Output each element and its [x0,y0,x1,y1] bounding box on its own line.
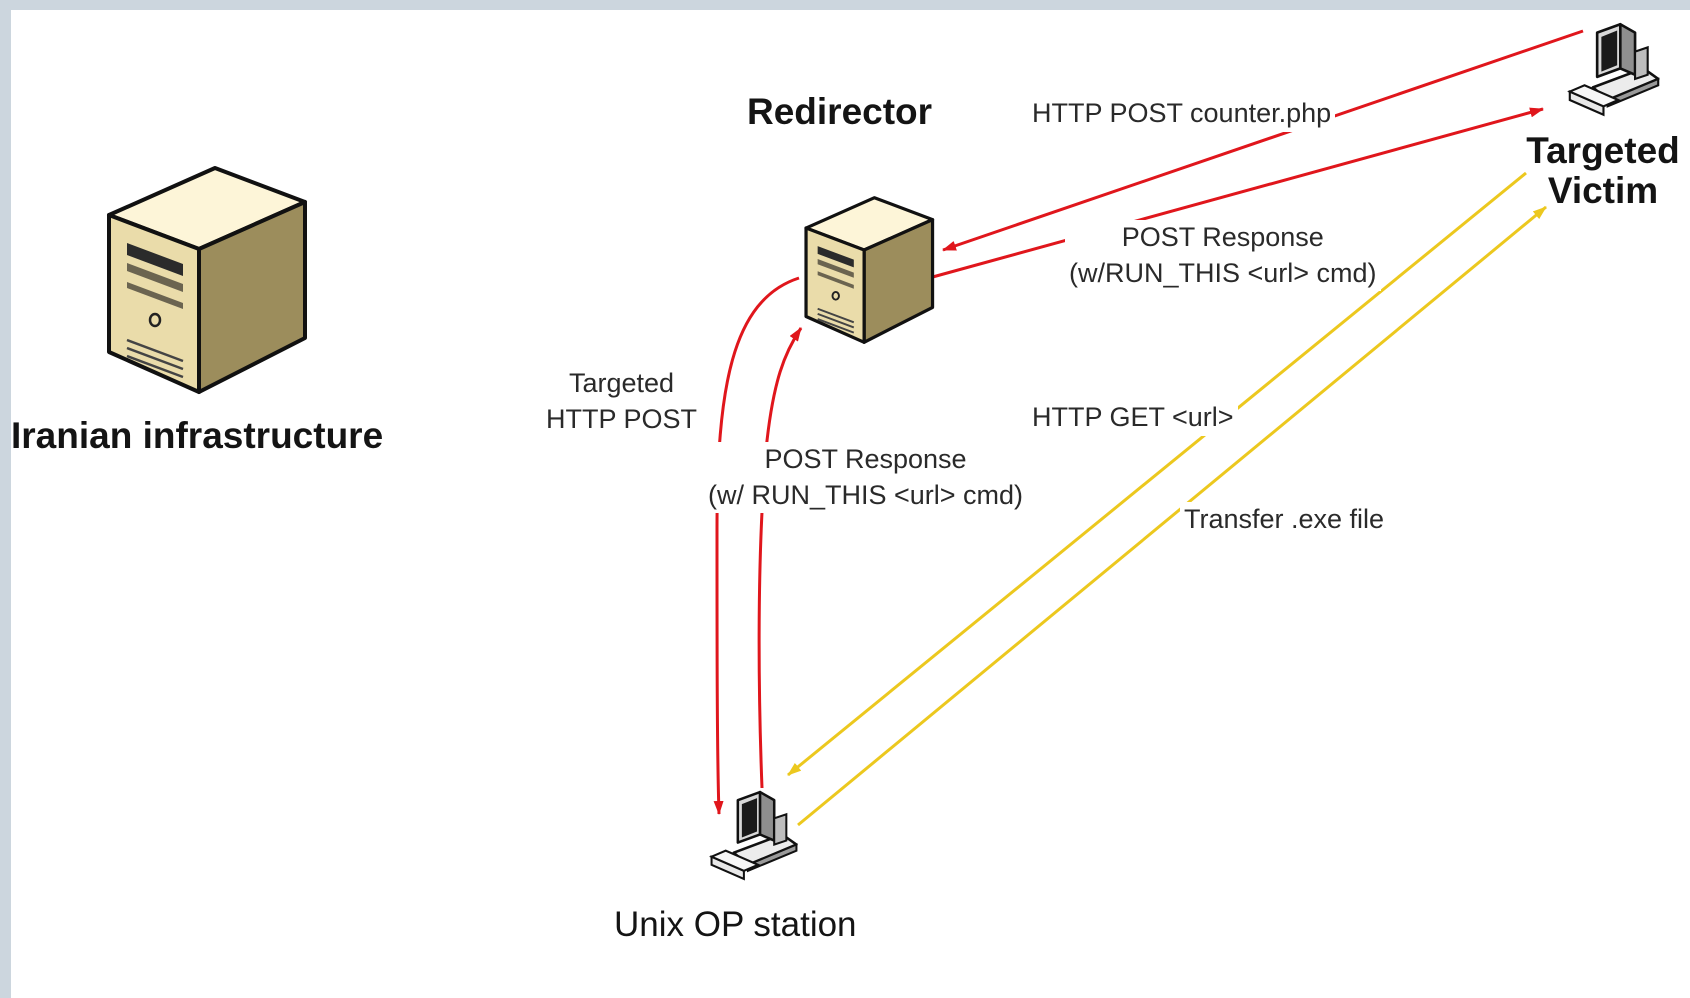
workstation-icon [1567,22,1660,117]
edge-label-http-get-url: HTTP GET <url> [1028,400,1238,436]
edge-http-post-counter [942,29,1584,252]
server-icon [107,166,307,394]
edge-label-targeted-http-post-line2: HTTP POST [546,403,698,434]
workstation-icon [709,790,798,881]
edge-http-get-url [787,171,1527,777]
node-label-iranian-infrastructure: Iranian infrastructure [11,415,384,456]
edge-label-transfer-exe: Transfer .exe file [1180,502,1389,538]
node-label-redirector: Redirector [747,91,933,132]
edge-targeted-http-post [713,276,800,815]
server-icon [804,196,935,344]
node-label-unix-op-station: Unix OP station [614,905,857,944]
edge-label-post-response-op-line1: POST Response [764,444,967,474]
diagram-canvas: Iranian infrastructure Redirector Target… [11,10,1690,998]
edge-post-response-victim [928,107,1544,280]
edge-post-response-op [757,327,803,789]
node-label-targeted-victim-line1: Targeted [1526,130,1680,171]
edge-transfer-exe [797,205,1547,827]
edge-label-post-response-op: POST Response (w/ RUN_THIS <url> cmd) [704,442,1028,514]
edge-label-post-response-victim-line2: (w/RUN_THIS <url> cmd) [1069,257,1377,288]
node-label-targeted-victim-line2: Victim [1547,169,1659,211]
edge-label-targeted-http-post: Targeted HTTP POST [542,366,702,438]
edge-label-http-post-counter: HTTP POST counter.php [1028,96,1336,132]
edge-layer [713,29,1584,827]
edge-label-post-response-op-line2: (w/ RUN_THIS <url> cmd) [708,479,1024,510]
edge-label-targeted-http-post-line1: Targeted [568,368,675,398]
edge-label-post-response-victim-line1: POST Response [1121,222,1324,252]
node-label-targeted-victim: Targeted Victim [1518,131,1688,211]
edge-label-post-response-victim: POST Response (w/RUN_THIS <url> cmd) [1065,220,1381,292]
